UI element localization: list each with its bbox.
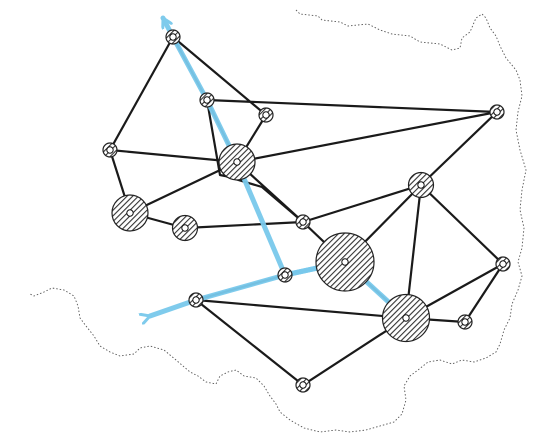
node-n13 [188,292,204,308]
node-n4 [102,142,118,158]
node-n4-center [106,146,114,154]
edge-n13-n17 [195,299,304,386]
node-n3 [258,107,274,123]
node-n3-center [262,111,270,119]
node-n9-center [181,224,189,232]
node-n14-center [499,260,507,268]
node-n8 [407,171,435,199]
edge-n8-n14 [420,184,504,265]
edge-n9-n10 [184,220,304,230]
node-n10 [295,214,311,230]
node-n7-center [126,209,134,217]
node-n11-center [281,271,289,279]
node-n15 [381,293,431,343]
edge-n5-n8 [420,111,498,186]
node-n11 [277,267,293,283]
node-n1 [165,29,181,45]
edge-n2-n5 [206,98,498,114]
node-n16-center [461,318,469,326]
edge-n4-n6 [109,148,238,164]
node-n1-center [169,33,177,41]
node-n17 [295,377,311,393]
node-n5 [489,104,505,120]
node-n6 [218,143,256,181]
node-n12 [315,232,375,292]
node-n15-center [402,314,410,322]
node-n16 [457,314,473,330]
node-n8-center [417,181,425,189]
edges-layer [108,36,504,386]
route-2-line [150,259,348,316]
edge-n8-n10 [302,183,422,224]
edge-n5-n6 [236,110,498,164]
node-n17-center [299,381,307,389]
node-n14 [495,256,511,272]
node-n5-center [493,108,501,116]
node-n2-center [203,96,211,104]
node-n12-center [341,258,349,266]
edge-n1-n3 [172,36,267,116]
region-boundary [29,9,527,433]
node-n7 [111,194,149,232]
node-n9 [171,214,199,242]
nodes-layer [102,29,511,393]
node-n6-center [233,158,241,166]
edge-n1-n4 [109,36,174,151]
node-n10-center [299,218,307,226]
edge-n14-n16 [464,263,504,323]
edge-n13-n15 [195,298,407,320]
node-n13-center [192,296,200,304]
node-n2 [199,92,215,108]
